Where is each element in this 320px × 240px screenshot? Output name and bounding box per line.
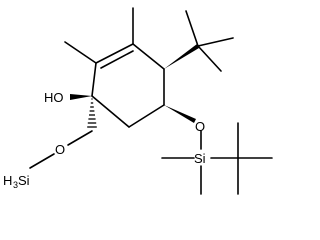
bond-c2-methyl bbox=[64, 41, 97, 64]
silane-si: Si bbox=[18, 173, 30, 188]
bond-c2-c3-double bbox=[100, 50, 134, 69]
bond-tbu-right bbox=[197, 37, 234, 47]
wedge-c4-tbu bbox=[164, 44, 199, 69]
bond-ch2-o bbox=[67, 130, 93, 146]
silane-subscript: 3 bbox=[13, 180, 18, 190]
structure-diagram: HO O O Si H 3 Si bbox=[3, 7, 273, 195]
bond-c1-c2 bbox=[91, 62, 97, 97]
silicon-label: Si bbox=[194, 151, 206, 166]
hydroxyl-label: HO bbox=[44, 90, 64, 105]
bond-c6-c1 bbox=[91, 95, 130, 128]
bond-tbu-down bbox=[197, 45, 222, 72]
silane-h: H bbox=[3, 173, 12, 188]
bond-c3-c4 bbox=[132, 43, 165, 70]
bond-tbu-up bbox=[185, 10, 199, 47]
silane-label: H 3 Si bbox=[3, 173, 30, 190]
bond-c5-c6 bbox=[128, 104, 165, 128]
ether-oxygen-label: O bbox=[55, 142, 65, 157]
hash-c1-ch2 bbox=[87, 98, 97, 128]
bond-c2-c3 bbox=[95, 43, 134, 64]
wedge-c5-o bbox=[164, 105, 196, 123]
bond-o-sih3 bbox=[29, 153, 55, 169]
wedge-c1-oh bbox=[70, 94, 92, 100]
molecule-drawing: HO O O Si H 3 Si bbox=[3, 7, 273, 195]
silyl-oxygen-label: O bbox=[195, 119, 205, 134]
